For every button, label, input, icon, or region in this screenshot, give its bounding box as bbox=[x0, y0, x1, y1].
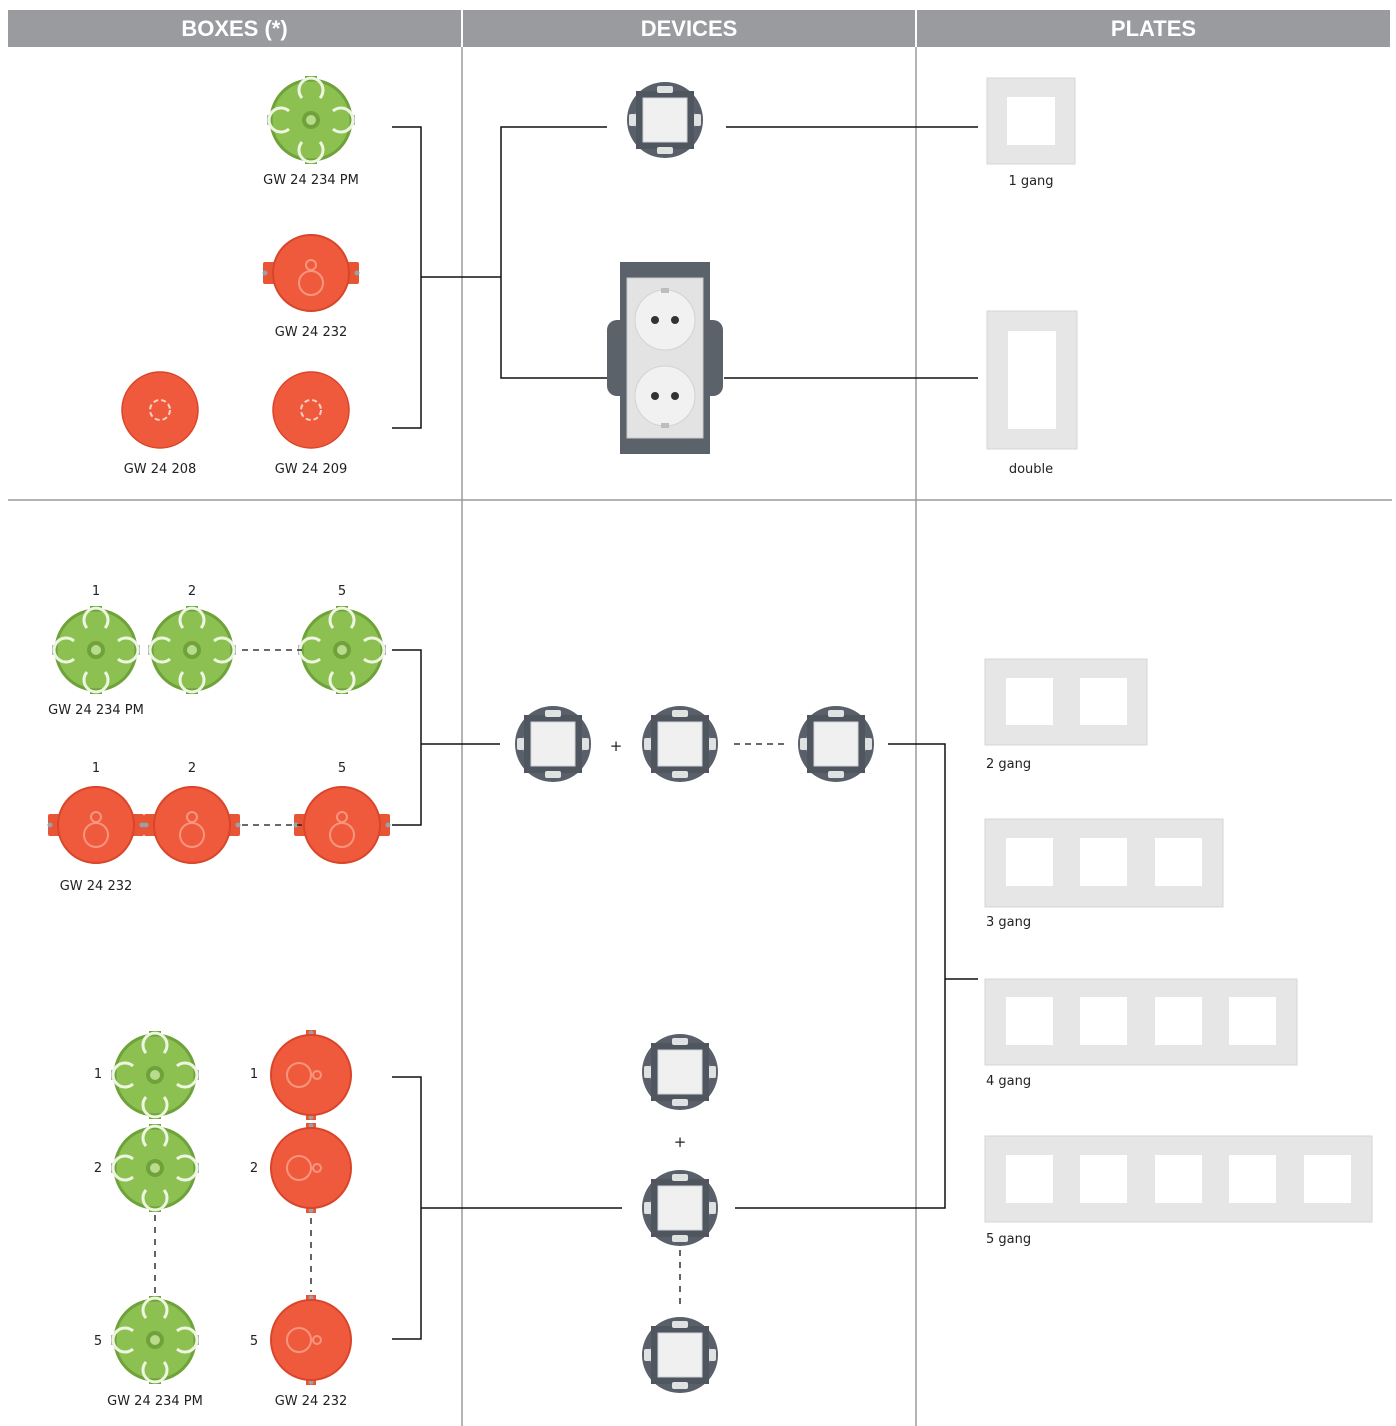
label-gw24232-s1: GW 24 232 bbox=[274, 325, 348, 340]
header-boxes-label: BOXES (*) bbox=[181, 15, 288, 41]
number-5-red-s2: 5 bbox=[337, 761, 347, 776]
label-gw24234pm-s1: GW 24 234 PM bbox=[263, 173, 359, 188]
number-1-red-s3: 1 bbox=[249, 1067, 259, 1082]
number-5-red-s3: 5 bbox=[249, 1334, 259, 1349]
number-2-green-s3: 2 bbox=[93, 1161, 103, 1176]
header-plates-label: PLATES bbox=[1110, 15, 1197, 41]
label-gw24232-s2: GW 24 232 bbox=[59, 879, 133, 894]
plus-sign-s2: + bbox=[609, 737, 623, 755]
label-plate-double: double bbox=[1008, 462, 1054, 477]
label-plate-3-gang: 3 gang bbox=[986, 915, 1032, 930]
box-gw24234pm-s1 bbox=[265, 74, 357, 166]
plate-1-gang bbox=[986, 77, 1076, 165]
box-gw24209 bbox=[272, 371, 350, 449]
label-gw24208: GW 24 208 bbox=[123, 462, 197, 477]
device-switch-5-s2 bbox=[797, 705, 875, 783]
number-2-red-s2: 2 bbox=[187, 761, 197, 776]
box-gw24232-s1 bbox=[261, 234, 361, 312]
number-5-green-s3: 5 bbox=[93, 1334, 103, 1349]
box-green-2-s3 bbox=[109, 1122, 201, 1214]
plus-sign-s3: + bbox=[673, 1133, 687, 1151]
box-red-1-s2 bbox=[46, 786, 146, 864]
label-gw24232-s3: GW 24 232 bbox=[274, 1394, 348, 1409]
header-devices-label: DEVICES bbox=[640, 15, 738, 41]
label-plate-5-gang: 5 gang bbox=[986, 1232, 1032, 1247]
number-1-green-s3: 1 bbox=[93, 1067, 103, 1082]
label-plate-1-gang: 1 gang bbox=[1008, 174, 1054, 189]
box-red-2-s2 bbox=[142, 786, 242, 864]
device-double-socket bbox=[606, 261, 724, 455]
connector-boxes-s1 bbox=[392, 126, 978, 429]
device-switch-2-s3 bbox=[641, 1169, 719, 1247]
plate-3-gang bbox=[984, 818, 1224, 908]
number-2-green-s2: 2 bbox=[187, 584, 197, 599]
label-plate-2-gang: 2 gang bbox=[986, 757, 1032, 772]
number-1-red-s2: 1 bbox=[91, 761, 101, 776]
box-red-5-s3 bbox=[270, 1294, 352, 1386]
box-red-1-s3 bbox=[270, 1029, 352, 1121]
box-gw24208 bbox=[121, 371, 199, 449]
connector-s2 bbox=[242, 649, 978, 1209]
label-plate-4-gang: 4 gang bbox=[986, 1074, 1032, 1089]
header-devices: DEVICES bbox=[463, 10, 915, 47]
label-gw24234pm-s3: GW 24 234 PM bbox=[107, 1394, 203, 1409]
number-5-green-s2: 5 bbox=[337, 584, 347, 599]
box-green-5-s2 bbox=[296, 604, 388, 696]
plate-5-gang bbox=[984, 1135, 1373, 1223]
box-green-1-s2 bbox=[50, 604, 142, 696]
box-red-2-s3 bbox=[270, 1122, 352, 1214]
box-green-5-s3 bbox=[109, 1294, 201, 1386]
box-red-5-s2 bbox=[292, 786, 392, 864]
label-gw24234pm-s2: GW 24 234 PM bbox=[48, 703, 144, 718]
box-green-2-s2 bbox=[146, 604, 238, 696]
device-switch-s1 bbox=[626, 81, 704, 159]
header-plates: PLATES bbox=[917, 10, 1390, 47]
plate-2-gang bbox=[984, 658, 1148, 746]
plate-double bbox=[986, 310, 1078, 450]
device-switch-1-s3 bbox=[641, 1033, 719, 1111]
header-boxes: BOXES (*) bbox=[8, 10, 461, 47]
plate-4-gang bbox=[984, 978, 1298, 1066]
device-switch-1-s2 bbox=[514, 705, 592, 783]
number-2-red-s3: 2 bbox=[249, 1161, 259, 1176]
connector-s3 bbox=[154, 1076, 681, 1340]
box-green-1-s3 bbox=[109, 1029, 201, 1121]
device-switch-5-s3 bbox=[641, 1316, 719, 1394]
device-switch-2-s2 bbox=[641, 705, 719, 783]
number-1-green-s2: 1 bbox=[91, 584, 101, 599]
label-gw24209: GW 24 209 bbox=[274, 462, 348, 477]
